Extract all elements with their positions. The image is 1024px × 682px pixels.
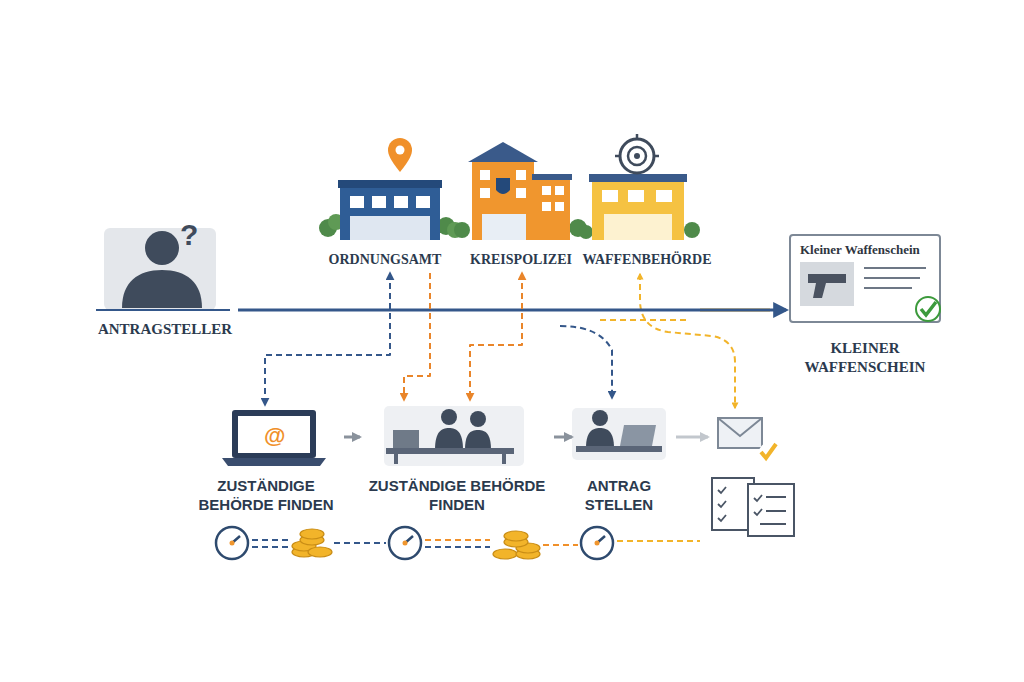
node-label: KLEINER WAFFENSCHEIN [786, 339, 944, 377]
desk-icon [572, 408, 666, 460]
icon-node: WAFFENBEHÖRDE [582, 140, 712, 273]
node-label: WAFFENBEHÖRDE [582, 251, 712, 269]
icon-node: KREISPOLIZEI [460, 135, 582, 273]
clock-icons [216, 527, 613, 559]
connector [554, 436, 572, 439]
icon-node: ANTRAG STELLEN [572, 400, 666, 519]
connector [265, 273, 390, 405]
connector [344, 436, 360, 439]
laptop-icon [222, 410, 326, 466]
clock-ticks [230, 541, 600, 546]
meeting-icon [384, 406, 524, 466]
icon-node: ZUSTÄNDIGE BEHÖRDE FINDEN [360, 400, 554, 519]
building-icon [579, 134, 700, 240]
node-label: ZUSTÄNDIGE BEHÖRDE FINDEN [360, 477, 554, 515]
node-label: ZUSTÄNDIGE BEHÖRDE FINDEN [188, 477, 344, 515]
node-label: ANTRAG STELLEN [572, 477, 666, 515]
connector [404, 273, 430, 400]
icon-node: ZUSTÄNDIGE BEHÖRDE FINDEN [188, 405, 344, 519]
licence-card [790, 235, 940, 322]
node-label: ORDNUNGSAMT [322, 251, 448, 269]
connector [470, 273, 522, 400]
icon-glyph: ? [180, 218, 198, 252]
icon-node: Kleiner WaffenscheinKLEINER WAFFENSCHEIN [786, 233, 944, 381]
cost-lines [252, 540, 700, 547]
envelope-icon [718, 418, 777, 461]
icon-node: ORDNUNGSAMT [322, 150, 448, 273]
node-label: ANTRAGSTELLER [92, 320, 238, 339]
icon-node: ANTRAGSTELLER [92, 218, 238, 343]
building-icon [319, 138, 463, 240]
icon-glyph: @ [264, 423, 285, 449]
route-lines [560, 274, 770, 437]
building-icon [454, 142, 587, 240]
coin-stacks [292, 529, 540, 559]
node-label: KREISPOLIZEI [460, 251, 582, 269]
connector [238, 309, 786, 312]
person-icon [96, 228, 230, 310]
document-icon [712, 478, 794, 536]
card-heading: Kleiner Waffenschein [800, 242, 920, 258]
